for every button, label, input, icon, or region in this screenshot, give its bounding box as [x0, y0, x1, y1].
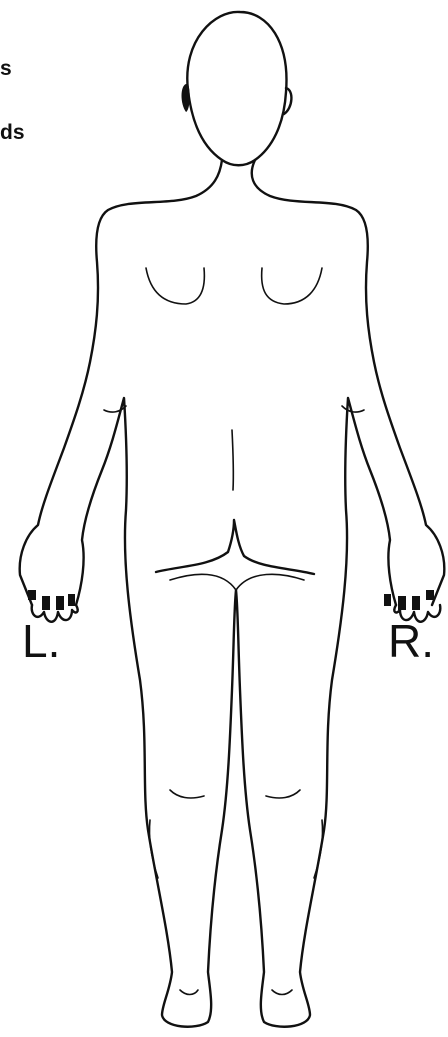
gluteal-fold — [170, 574, 304, 590]
right-scapula-line — [262, 268, 322, 304]
buttocks-crease — [156, 520, 314, 574]
left-scapula-line — [146, 268, 204, 304]
left-fingernails — [28, 590, 75, 610]
left-ankle-line — [180, 990, 198, 995]
left-side-label: L. — [22, 618, 60, 664]
right-elbow-line — [342, 406, 364, 412]
right-fingernails — [384, 590, 434, 610]
right-side-label: R. — [388, 618, 434, 664]
left-knee-line — [170, 790, 204, 798]
left-ear — [182, 84, 190, 112]
head-outline — [187, 12, 286, 165]
right-ankle-line — [272, 990, 292, 995]
right-knee-line — [266, 790, 300, 798]
body-silhouette — [20, 160, 445, 1027]
spine-line — [232, 430, 233, 490]
